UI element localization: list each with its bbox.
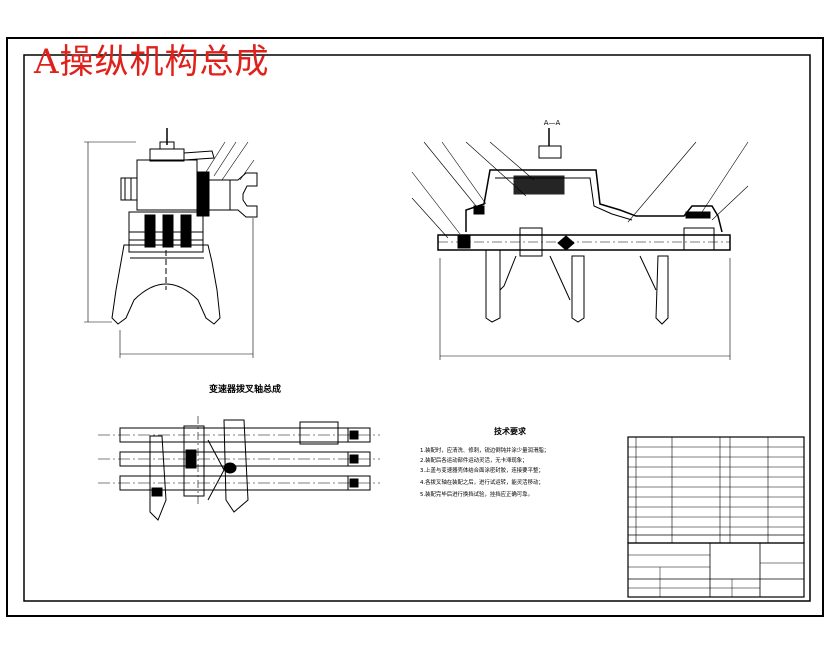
- section-label: A—A: [544, 119, 561, 127]
- title-block: [627, 542, 805, 598]
- section-view-drawing: [411, 128, 749, 360]
- front-view-drawing: [84, 128, 258, 358]
- outer-frame: [6, 37, 824, 617]
- drawing-title: A操纵机构总成: [34, 42, 270, 82]
- bottom-view-title: 变速器拨叉轴总成: [209, 383, 281, 395]
- tech-requirement-item: 1.装配时，应清洗、修刺，锐边倒钝并涂少量润滑脂；: [420, 446, 549, 454]
- tech-requirement-item: 3.上盖与变速器壳体结合面涂密封胶，连接要平整；: [420, 466, 544, 474]
- tech-requirement-item: 4.各拨叉轴在装配之后，进行试运转，能灵活移动；: [420, 478, 544, 486]
- tech-requirement-item: 2.装配后各运动部件运动灵活，无卡滞现象；: [420, 456, 528, 464]
- parts-list-table: [627, 436, 805, 544]
- tech-requirements-heading: 技术要求: [494, 426, 527, 436]
- inner-frame: [23, 54, 811, 602]
- tech-requirement-item: 5.装配完毕后进行换挡试验，挂挡应正确可靠。: [420, 490, 533, 498]
- shift-rail-drawing: [98, 416, 380, 521]
